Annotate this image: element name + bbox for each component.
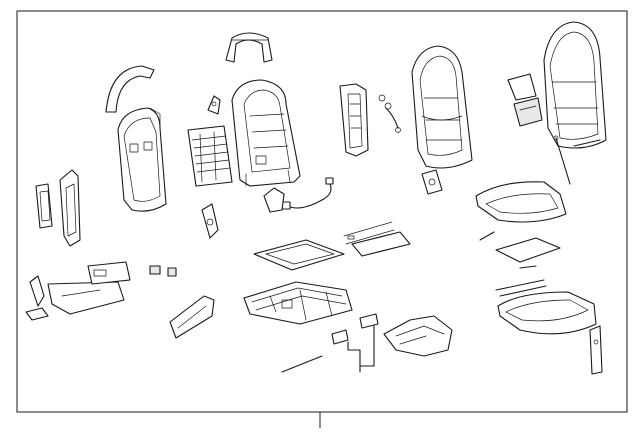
switch-module-part [87, 261, 177, 285]
seat-belt-buckle-part [553, 135, 601, 185]
motor-assembly-part [383, 315, 453, 357]
headrest-part [507, 73, 543, 127]
seat-cushion-pad-lower-part [497, 291, 597, 335]
diagram-border [16, 10, 628, 413]
seat-back-trim-cover-right-part [543, 21, 607, 149]
seat-cushion-frame-part [253, 239, 345, 271]
seat-back-frame-part [231, 79, 301, 187]
seat-track-assembly-part [243, 281, 353, 325]
side-trim-panel-part [59, 169, 81, 247]
clip-chain-part [378, 94, 401, 133]
recliner-bracket-part [421, 169, 443, 195]
bracket-part [263, 187, 285, 213]
seat-back-trim-cover-left-part [411, 45, 473, 169]
seat-mat-part [343, 221, 411, 257]
hinge-bracket-part [201, 203, 219, 239]
cushion-heater-mat-part [479, 231, 561, 269]
seat-belt-buckle-lower-part [589, 325, 603, 375]
side-shield-lower-part [169, 295, 215, 339]
lumbar-support-part [187, 125, 233, 187]
clip-part [207, 95, 221, 115]
seat-back-frame-cover-part [105, 65, 155, 113]
side-trim-panel-left-part [35, 183, 53, 229]
seat-cushion-pad-upper-part [475, 181, 567, 223]
side-shield-part [339, 83, 369, 157]
wiring-harness-part [281, 177, 334, 210]
headrest-guide-part [225, 32, 273, 63]
seat-back-trim-panel-part [117, 107, 167, 212]
bracket-callout-part [331, 313, 379, 373]
seat-adjuster-rod-part [281, 355, 323, 373]
lever-arm-part [495, 279, 547, 297]
